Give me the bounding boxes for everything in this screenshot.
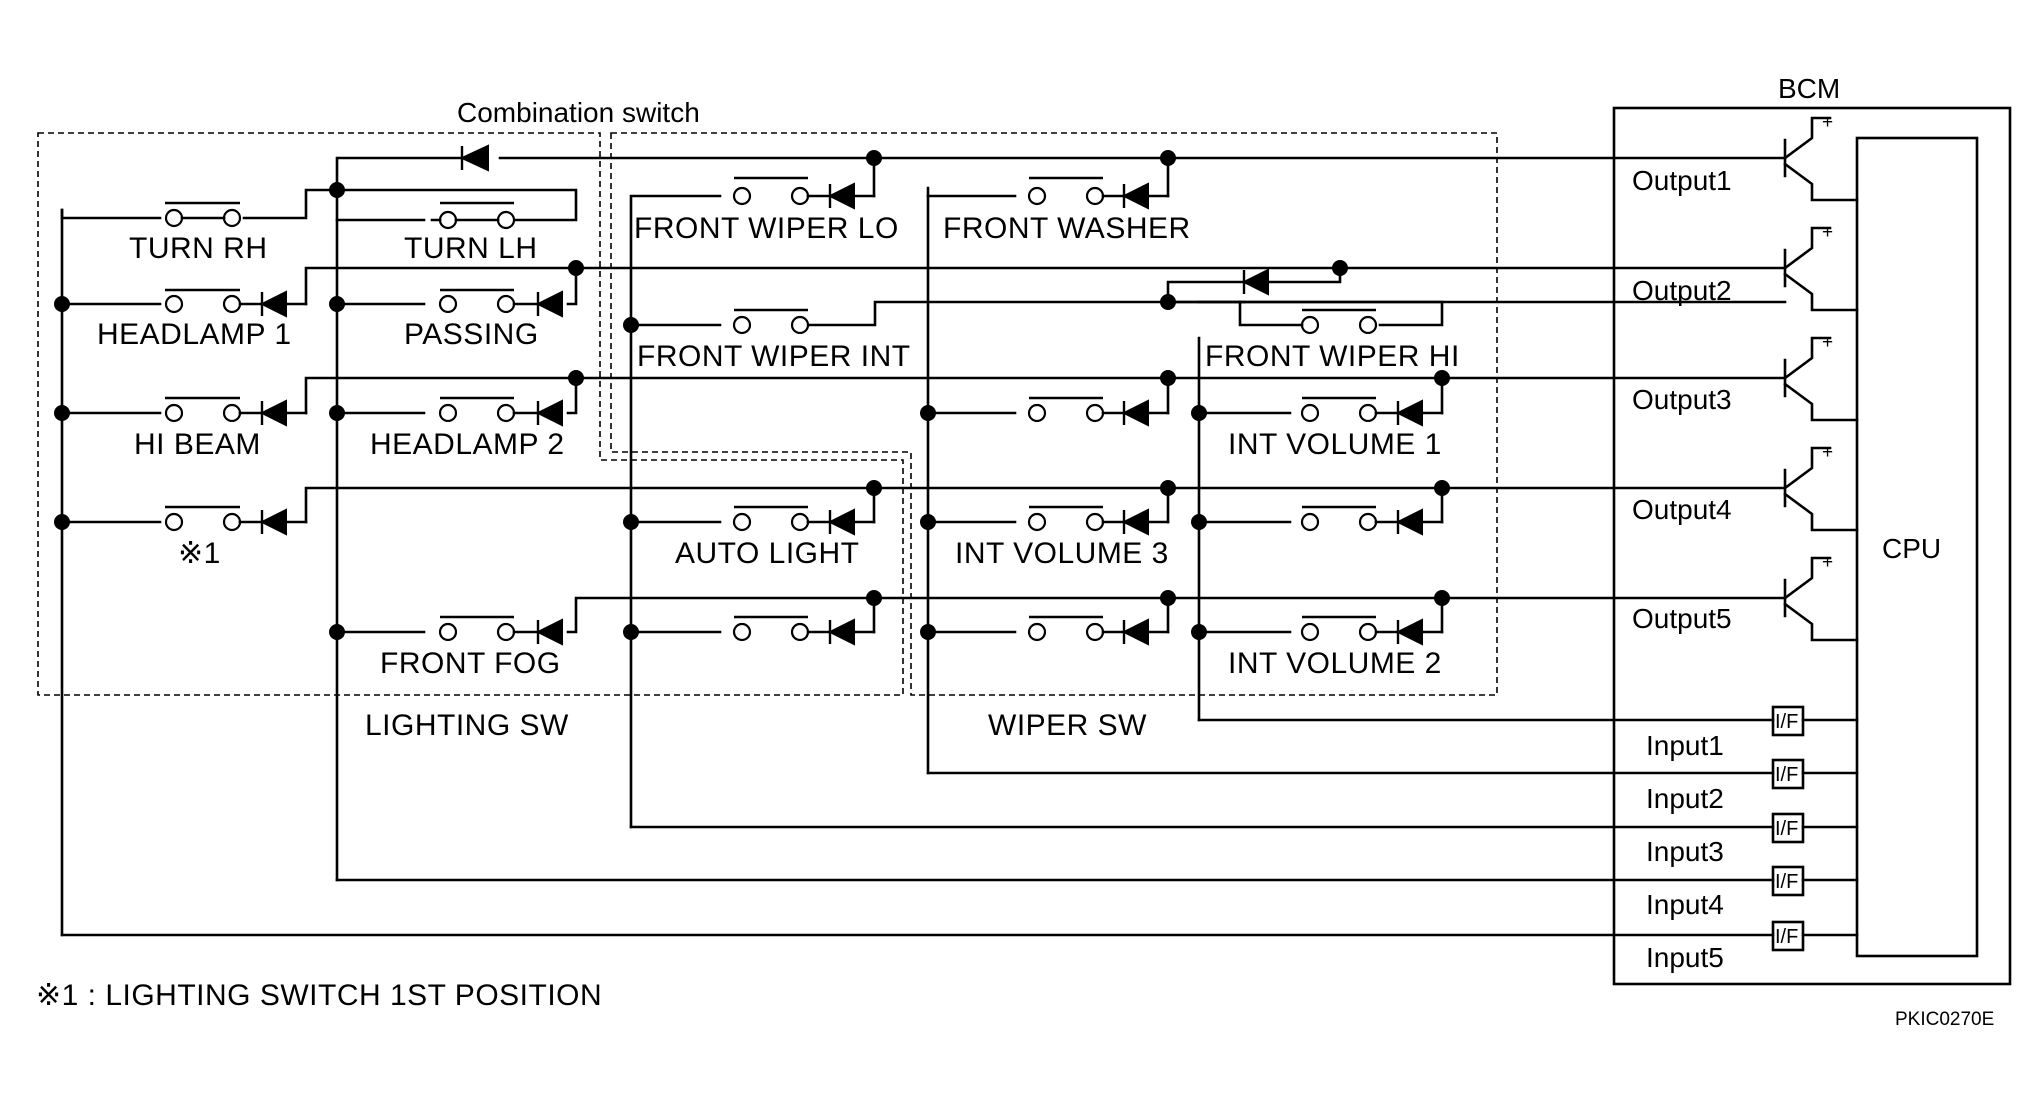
switch-enclosures [37,132,1498,696]
output4-label: Output4 [1632,494,1732,525]
combination-switch-title: Combination switch [457,97,700,128]
output3-label: Output3 [1632,384,1732,415]
hi-beam-switch [164,396,264,423]
figure-code: PKIC0270E [1895,1009,1994,1030]
auto-light-row-switches [732,505,1400,532]
diode-int-volume1 [1395,399,1444,427]
front-wiper-lo-label: FRONT WIPER LO [634,212,899,245]
diode-int-volume3 [1121,508,1170,536]
diode-int-volume2 [1395,618,1444,646]
input1-label: Input1 [1646,730,1724,761]
front-wiper-hi-switch [1238,300,1378,335]
interface-label-1: I/F [1775,711,1798,733]
labels: Combination switch BCM CPU LIGHTING SW W… [36,73,1994,1030]
diode-output5-mid [1121,618,1170,646]
int-volume-row1-switches [1027,396,1400,423]
supply-plus-5: + [1822,552,1833,573]
front-washer-label: FRONT WASHER [943,212,1191,245]
input2-label: Input2 [1646,783,1724,814]
output3-transistor: + [1783,332,1859,422]
headlamp1-label: HEADLAMP 1 [97,318,292,351]
headlamp2-label: HEADLAMP 2 [370,428,565,461]
diode-auto-light [827,508,876,536]
supply-plus-1: + [1822,112,1833,133]
interface-label-5: I/F [1775,926,1798,948]
supply-plus-2: + [1822,222,1833,243]
diode-output4-right [1395,508,1444,536]
note-mark-label: ※1 [178,537,221,570]
wiper-sw-enclosure [610,132,1498,696]
passing-switch [438,288,540,314]
wiper-sw-label: WIPER SW [988,709,1147,742]
diode-hi-beam [259,399,308,427]
front-fog-label: FRONT FOG [380,647,561,680]
headlamp1-switch [164,288,264,314]
output5-transistor: + [1783,552,1859,642]
auto-light-label: AUTO LIGHT [675,537,859,570]
front-wiper-hi-label: FRONT WIPER HI [1205,340,1460,373]
turn-rh-switch [164,201,242,228]
cpu-label: CPU [1882,533,1941,564]
int-volume2-label: INT VOLUME 2 [1228,647,1442,680]
interface-label-3: I/F [1775,818,1798,840]
int-volume1-label: INT VOLUME 1 [1228,428,1442,461]
int-volume3-label: INT VOLUME 3 [955,537,1169,570]
output4-transistor: + [1783,442,1859,532]
interface-label-2: I/F [1775,764,1798,786]
passing-label: PASSING [404,318,539,351]
diode-combination-top [459,144,489,172]
turn-lh-label: TURN LH [404,232,538,265]
lighting-sw-enclosure [37,132,904,696]
headlamp2-switch [438,396,540,423]
supply-plus-4: + [1822,442,1833,463]
input5-label: Input5 [1646,942,1724,973]
diode-front-wiper-hi [1241,268,1269,296]
output1-transistor: + [1783,112,1859,202]
lighting-sw-label: LIGHTING SW [365,709,569,742]
diode-output3-mid [1121,399,1170,427]
wiring [60,156,1859,937]
interface-label-4: I/F [1775,871,1798,893]
diode-headlamp1 [259,290,308,318]
supply-plus-3: + [1822,332,1833,353]
output2-label: Output2 [1632,275,1732,306]
input3-label: Input3 [1646,836,1724,867]
interface-blocks: I/F I/F I/F I/F I/F [1771,705,1805,952]
output2-transistor: + [1783,222,1859,312]
front-fog-switch [438,615,540,642]
front-washer-switch [1027,176,1126,206]
turn-lh-switch [430,201,516,230]
input4-label: Input4 [1646,889,1724,920]
diode-front-wiper-lo [827,182,876,210]
front-wiper-int-label: FRONT WIPER INT [637,340,911,373]
output1-label: Output1 [1632,165,1732,196]
diode-passing [535,290,563,318]
diode-output5-left [827,618,876,646]
switch-contacts [164,176,1400,642]
diode-headlamp2 [535,399,563,427]
diode-lighting-1st [259,508,308,536]
diode-front-washer [1121,182,1170,210]
footnote: ※1 : LIGHTING SWITCH 1ST POSITION [36,979,602,1012]
front-wiper-int-switch [732,308,810,335]
turn-rh-label: TURN RH [129,232,268,265]
output5-row-switches [732,615,1400,642]
output-transistors: + + + + + [1783,112,1859,642]
front-wiper-lo-switch [732,176,832,206]
bcm-box [1612,106,2012,986]
output5-label: Output5 [1632,603,1732,634]
diodes [259,144,1444,646]
junction-dots [54,150,1450,640]
bcm-title: BCM [1778,73,1840,104]
lighting-1st-position-switch [164,505,264,532]
cpu-box [1855,136,1979,958]
hi-beam-label: HI BEAM [134,428,261,461]
diode-front-fog [535,618,563,646]
bcm-module [1612,106,2012,986]
